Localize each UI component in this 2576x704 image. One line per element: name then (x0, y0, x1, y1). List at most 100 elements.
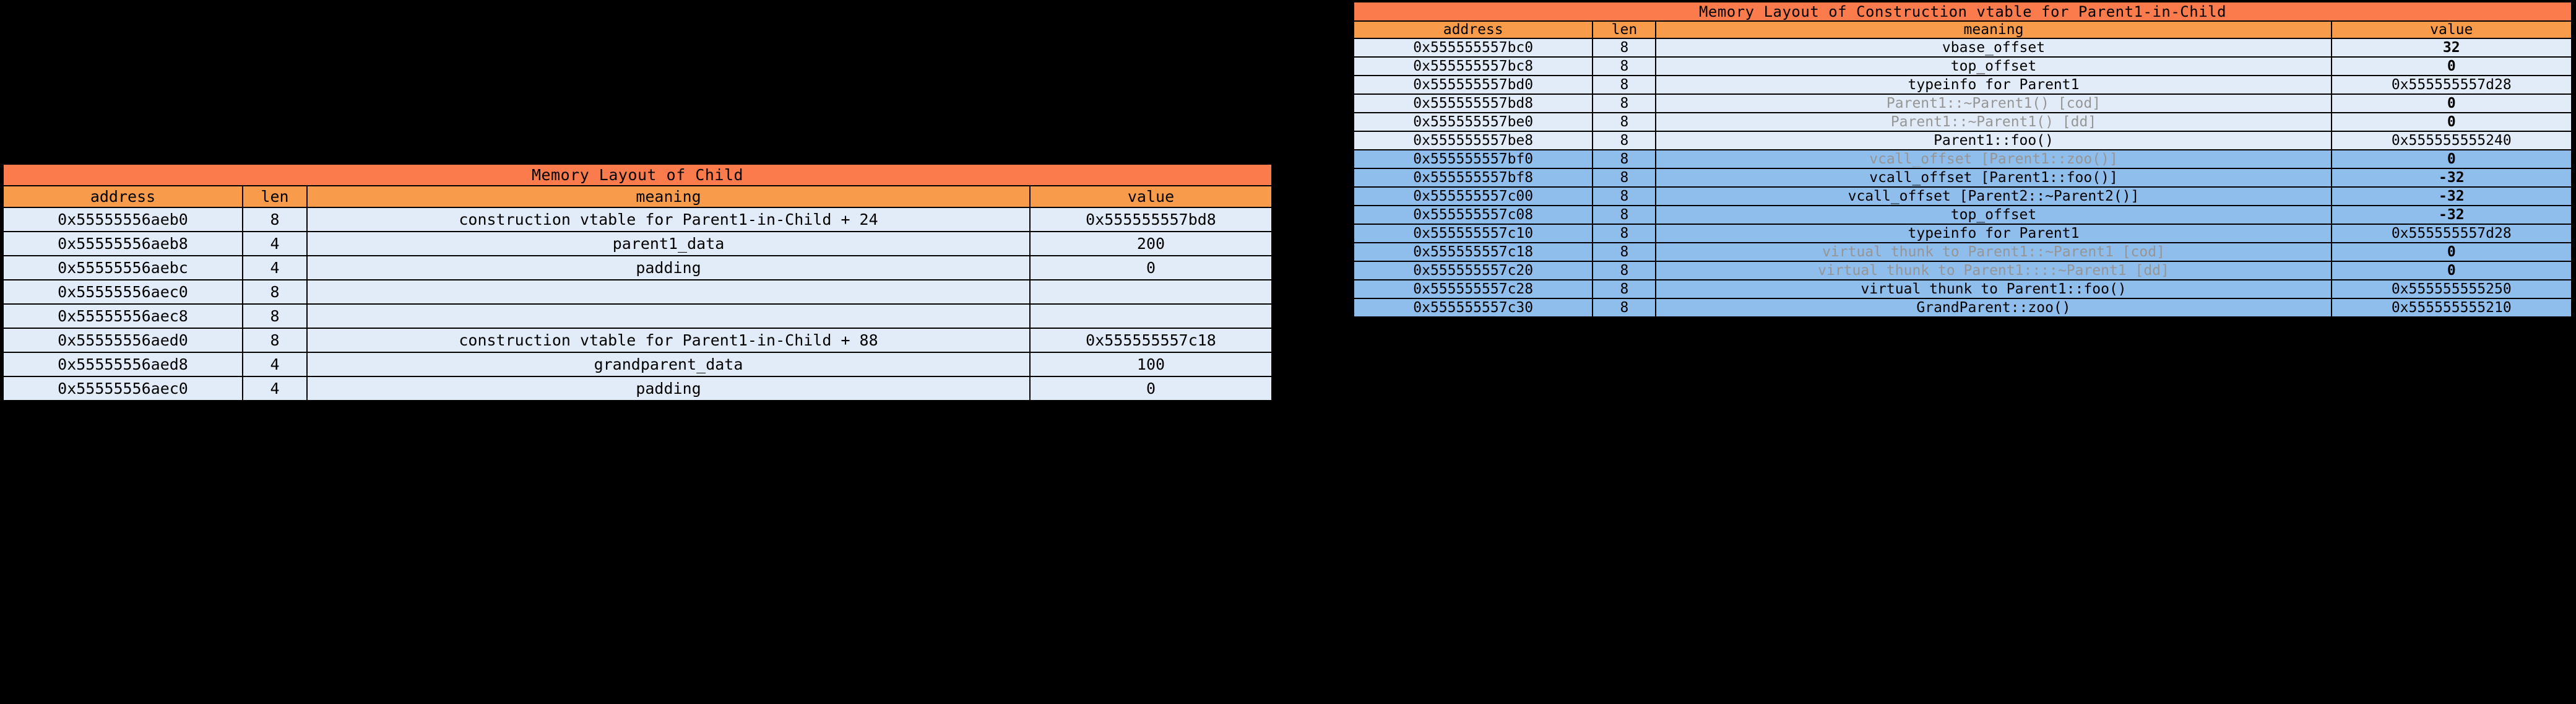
cell-address: 0x555555557bf0 (1352, 149, 1594, 169)
cell-value: 200 (1029, 231, 1273, 256)
table-head: Memory Layout of Child address len meani… (2, 163, 1273, 208)
cell-value (1029, 303, 1273, 329)
cell-meaning: virtual thunk to Parent1::~Parent1 [cod] (1655, 242, 2332, 262)
cell-value: 0x555555555210 (2330, 298, 2573, 318)
cell-len: 8 (1592, 75, 1657, 95)
cell-address: 0x55555556aeb0 (2, 207, 243, 232)
cell-address: 0x555555557c18 (1352, 242, 1594, 262)
cell-value: 0 (2330, 112, 2573, 132)
cell-address: 0x55555556aebc (2, 255, 243, 280)
cell-value: 0 (2330, 149, 2573, 169)
cell-meaning: virtual thunk to Parent1::::~Parent1 [dd… (1655, 261, 2332, 280)
column-header-address: address (2, 185, 243, 208)
cell-address: 0x555555557c28 (1352, 279, 1594, 299)
cell-len: 8 (1592, 93, 1657, 113)
cell-value: 0 (2330, 261, 2573, 280)
cell-value: 0x555555557c18 (1029, 328, 1273, 353)
cell-address: 0x555555557be8 (1352, 131, 1594, 150)
cell-meaning: vbase_offset (1655, 38, 2332, 58)
cell-len: 4 (242, 352, 308, 377)
cell-meaning: construction vtable for Parent1-in-Child… (306, 328, 1031, 353)
cell-value: 100 (1029, 352, 1273, 377)
cell-address: 0x55555556aec0 (2, 279, 243, 305)
cell-value: 0x555555557bd8 (1029, 207, 1273, 232)
cell-meaning: top_offset (1655, 205, 2332, 225)
cell-len: 4 (242, 231, 308, 256)
cell-value: 32 (2330, 38, 2573, 58)
cell-value: 0x555555557d28 (2330, 224, 2573, 243)
cell-len: 8 (1592, 224, 1657, 243)
cell-len: 8 (1592, 205, 1657, 225)
cell-meaning: typeinfo for Parent1 (1655, 75, 2332, 95)
column-header-len: len (1592, 20, 1657, 39)
cell-meaning: vcall_offset [Parent1::zoo()] (1655, 149, 2332, 169)
column-header-meaning: meaning (306, 185, 1031, 208)
cell-len: 8 (1592, 298, 1657, 318)
column-header-value: value (2330, 20, 2573, 39)
cell-value: 0 (2330, 56, 2573, 76)
cell-meaning: vcall_offset [Parent1::foo()] (1655, 168, 2332, 188)
cell-len: 8 (1592, 279, 1657, 299)
cell-len: 8 (242, 328, 308, 353)
cell-address: 0x55555556aed0 (2, 328, 243, 353)
cell-len: 8 (1592, 131, 1657, 150)
cell-meaning: GrandParent::zoo() (1655, 298, 2332, 318)
cell-address: 0x555555557c00 (1352, 186, 1594, 206)
table-title: Memory Layout of Child (2, 163, 1273, 186)
column-header-row: address len meaning value (2, 185, 1273, 208)
cell-address: 0x555555557bf8 (1352, 168, 1594, 188)
cell-address: 0x55555556aec0 (2, 376, 243, 401)
cell-len: 8 (1592, 168, 1657, 188)
cell-address: 0x55555556aec8 (2, 303, 243, 329)
column-header-value: value (1029, 185, 1273, 208)
cell-value: 0 (2330, 242, 2573, 262)
cell-value: -32 (2330, 205, 2573, 225)
cell-address: 0x555555557c20 (1352, 261, 1594, 280)
cell-address: 0x555555557c08 (1352, 205, 1594, 225)
column-header-meaning: meaning (1655, 20, 2332, 39)
title-row: Memory Layout of Construction vtable for… (1353, 1, 2572, 22)
title-row: Memory Layout of Child (2, 163, 1273, 186)
cell-len: 8 (1592, 261, 1657, 280)
table-title: Memory Layout of Construction vtable for… (1353, 1, 2572, 22)
cell-value: 0 (2330, 93, 2573, 113)
memory-layout-construction-vtable-table: Memory Layout of Construction vtable for… (1352, 1, 2573, 318)
cell-meaning: vcall_offset [Parent2::~Parent2()] (1655, 186, 2332, 206)
cell-value: 0x555555555240 (2330, 131, 2573, 150)
cell-address: 0x555555557c30 (1352, 298, 1594, 318)
cell-value (1029, 279, 1273, 305)
cell-value: 0 (1029, 376, 1273, 401)
column-header-address: address (1352, 20, 1594, 39)
cell-meaning: padding (306, 376, 1031, 401)
cell-address: 0x555555557be0 (1352, 112, 1594, 132)
cell-len: 8 (1592, 186, 1657, 206)
cell-len: 8 (1592, 242, 1657, 262)
cell-len: 4 (242, 376, 308, 401)
cell-address: 0x555555557bc0 (1352, 38, 1594, 58)
cell-address: 0x55555556aeb8 (2, 231, 243, 256)
